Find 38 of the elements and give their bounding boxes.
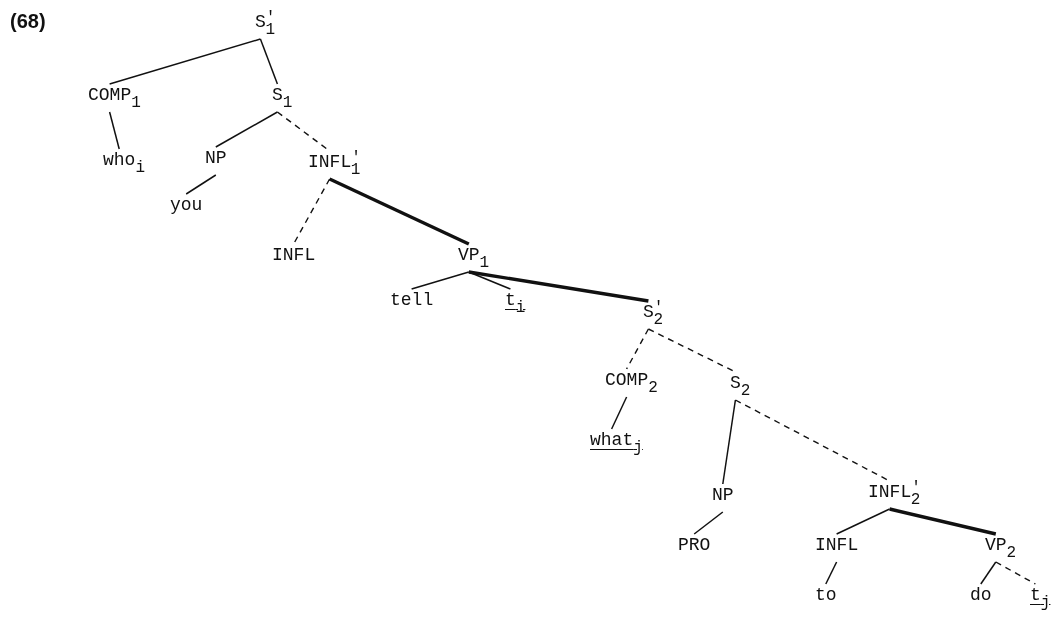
tree-node-label: INFL (272, 245, 316, 265)
example-number: (68) (10, 10, 46, 33)
tree-branch (835, 508, 891, 535)
tree-node-label: S$_{1}$ (272, 85, 293, 113)
tree-branch (185, 174, 217, 195)
tree-branch (108, 38, 262, 85)
tree-node-label: to (815, 585, 837, 605)
tree-branch (292, 178, 331, 245)
tree-branch (625, 328, 650, 370)
tree-branch (108, 111, 120, 150)
tree-branch (410, 271, 470, 290)
tree-node-label: NP (712, 485, 734, 505)
tree-node-label: NP (205, 148, 227, 168)
tree-node-label: S$_{2}$ (730, 373, 751, 401)
tree-node-label: PRO (678, 535, 711, 555)
tree-branch (215, 111, 279, 148)
tree-branch (693, 511, 724, 535)
tree-branch (825, 561, 838, 585)
tree-branch (259, 38, 279, 85)
tree-node-label: VP$_{2}$ (985, 535, 1017, 563)
tree-node-label: COMP$_{1}$ (88, 85, 141, 113)
tree-node-label: INFL (815, 535, 859, 555)
tree-branch (468, 270, 649, 303)
tree-branch (980, 561, 997, 585)
tree-node-label: VP$_{1}$ (458, 245, 490, 273)
tree-branch (995, 561, 1037, 585)
tree-node-label: do (970, 585, 992, 605)
tree-branch (328, 177, 470, 246)
tree-node-label: t$_{j}$ (1030, 585, 1051, 613)
tree-node-label: what$_{j}$ (590, 430, 643, 458)
tree-node-label: tell (390, 290, 434, 310)
tree-node-label: COMP$_{2}$ (605, 370, 658, 398)
tree-branch (722, 399, 737, 485)
tree-branch (610, 396, 628, 430)
tree-node-label: t$_{i}$ (505, 290, 526, 318)
tree-node-label: you (170, 195, 203, 215)
tree-node-label: who$_{i}$ (103, 150, 145, 178)
tree-branch (889, 507, 997, 536)
